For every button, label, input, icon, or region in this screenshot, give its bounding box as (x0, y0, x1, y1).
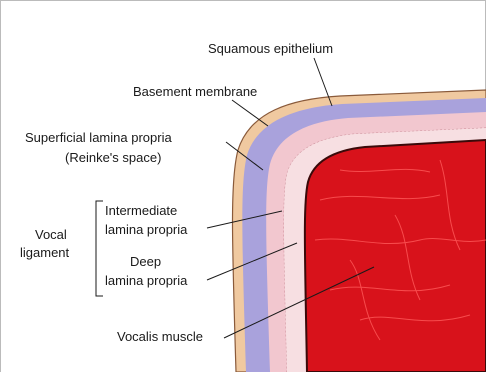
label-superficial-lp-1: Superficial lamina propria (25, 130, 172, 145)
label-deep-lp-2: lamina propria (105, 273, 188, 288)
leader-basement-membrane (232, 100, 268, 126)
vocal-ligament-bracket (96, 201, 103, 296)
label-deep-lp-1: Deep (130, 254, 161, 269)
label-vocal-ligament-2: ligament (20, 245, 70, 260)
label-squamous-epithelium: Squamous epithelium (208, 41, 333, 56)
label-basement-membrane: Basement membrane (133, 84, 257, 99)
label-intermediate-lp-1: Intermediate (105, 203, 177, 218)
label-vocal-ligament-1: Vocal (35, 227, 67, 242)
vocalis-muscle (305, 140, 486, 372)
label-vocalis-muscle: Vocalis muscle (117, 329, 203, 344)
label-superficial-lp-2: (Reinke's space) (65, 150, 161, 165)
label-intermediate-lp-2: lamina propria (105, 222, 188, 237)
